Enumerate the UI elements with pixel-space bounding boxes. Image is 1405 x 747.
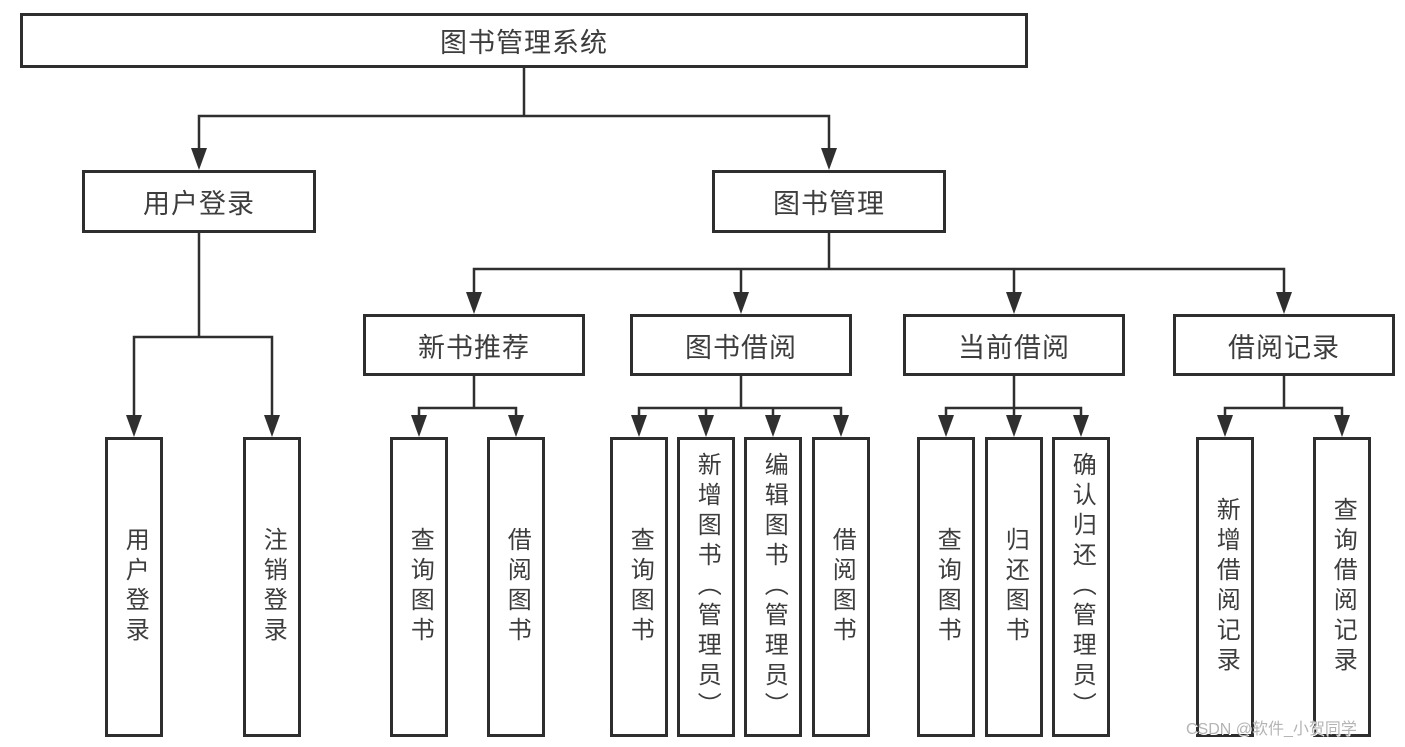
leaf-query-books-borrow: 查询图书 [610,437,668,737]
leaf-query-borrow-record: 查询借阅记录 [1313,437,1371,737]
node-library-system: 图书管理系统 [20,13,1028,68]
connector-newbook-to-leaves [417,374,518,417]
leaf-borrow-books: 借阅图书 [812,437,870,737]
leaf-return-books: 归还图书 [985,437,1043,737]
leaf-add-borrow-record: 新增借阅记录 [1196,437,1254,737]
connector-currentborrow-to-leaves [944,374,1083,417]
node-borrow-record: 借阅记录 [1173,314,1395,376]
leaf-add-books-admin-label: 新增图书（管理员） [693,452,721,722]
leaf-add-borrow-record-label: 新增借阅记录 [1212,497,1240,677]
node-book-borrow-label: 图书借阅 [685,332,797,363]
connector-bookborrow-to-leaves [637,374,843,417]
node-book-management-label: 图书管理 [773,189,885,219]
leaf-edit-books-admin: 编辑图书（管理员） [744,437,802,737]
leaf-edit-books-admin-label: 编辑图书（管理员） [760,452,788,722]
node-book-borrow: 图书借阅 [630,314,852,376]
node-user-login-label: 用户登录 [143,189,255,219]
leaf-query-books-recommend-label: 查询图书 [406,527,434,647]
leaf-borrow-books-recommend: 借阅图书 [487,437,545,737]
node-current-borrow: 当前借阅 [903,314,1125,376]
leaf-borrow-books-label: 借阅图书 [828,527,856,647]
connector-root-to-level2 [197,66,831,150]
connector-borrowrecord-to-leaves [1223,374,1344,417]
leaf-query-books-recommend: 查询图书 [390,437,448,737]
leaf-query-books-current-label: 查询图书 [933,527,961,647]
node-user-login: 用户登录 [82,170,316,233]
leaf-add-books-admin: 新增图书（管理员） [677,437,735,737]
node-library-system-label: 图书管理系统 [440,28,608,58]
leaf-borrow-books-recommend-label: 借阅图书 [503,527,531,647]
arrowheads [126,148,1350,437]
leaf-user-login: 用户登录 [105,437,163,737]
connector-userlogin-to-leaves [132,231,274,417]
leaf-logout: 注销登录 [243,437,301,737]
leaf-return-books-label: 归还图书 [1001,527,1029,647]
leaf-query-borrow-record-label: 查询借阅记录 [1329,497,1357,677]
csdn-watermark: CSDN @软件_小贺同学 [1186,721,1357,738]
leaf-confirm-return-admin: 确认归还（管理员） [1052,437,1110,737]
leaf-query-books-current: 查询图书 [917,437,975,737]
leaf-user-login-label: 用户登录 [121,527,149,647]
node-new-book-recommend-label: 新书推荐 [418,332,530,363]
leaf-confirm-return-admin-label: 确认归还（管理员） [1068,452,1096,722]
node-book-management: 图书管理 [712,170,946,233]
connector-bookmgmt-to-level3 [472,231,1286,294]
node-borrow-record-label: 借阅记录 [1228,332,1340,363]
node-new-book-recommend: 新书推荐 [363,314,585,376]
leaf-logout-label: 注销登录 [259,527,287,647]
node-current-borrow-label: 当前借阅 [958,332,1070,363]
leaf-query-books-borrow-label: 查询图书 [626,527,654,647]
